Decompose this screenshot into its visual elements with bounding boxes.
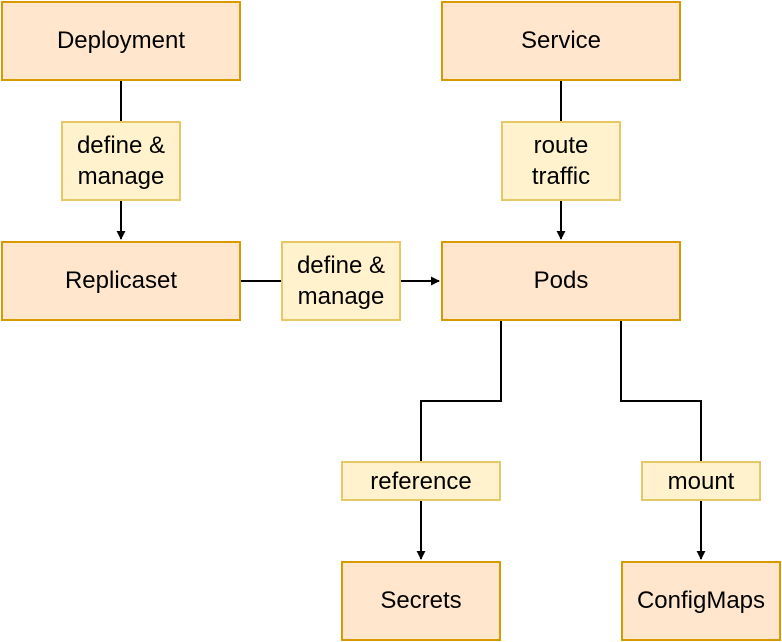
- edge-label-line: traffic: [531, 163, 591, 190]
- node-service[interactable]: Service: [441, 1, 681, 81]
- node-secrets[interactable]: Secrets: [341, 561, 501, 641]
- edge-pods-to-configmaps: [620, 321, 706, 560]
- edge-label-deployment-replicaset: define & manage: [61, 121, 181, 201]
- edge-label-line: manage: [297, 283, 385, 310]
- node-replicaset[interactable]: Replicaset: [1, 241, 241, 321]
- edge-label-replicaset-pods: define & manage: [281, 241, 401, 321]
- edge-label-line: define &: [76, 132, 166, 159]
- edge-label-line: route: [533, 132, 589, 159]
- edge-label-line: define &: [296, 252, 386, 279]
- edge-label-service-pods: route traffic: [501, 121, 621, 201]
- edge-label-line: manage: [77, 163, 165, 190]
- edge-pods-to-secrets: [416, 321, 502, 560]
- node-deployment[interactable]: Deployment: [1, 1, 241, 81]
- edge-label-pods-configmaps: mount: [641, 461, 761, 501]
- node-pods[interactable]: Pods: [441, 241, 681, 321]
- node-configmaps[interactable]: ConfigMaps: [621, 561, 781, 641]
- edge-label-pods-secrets: reference: [341, 461, 501, 501]
